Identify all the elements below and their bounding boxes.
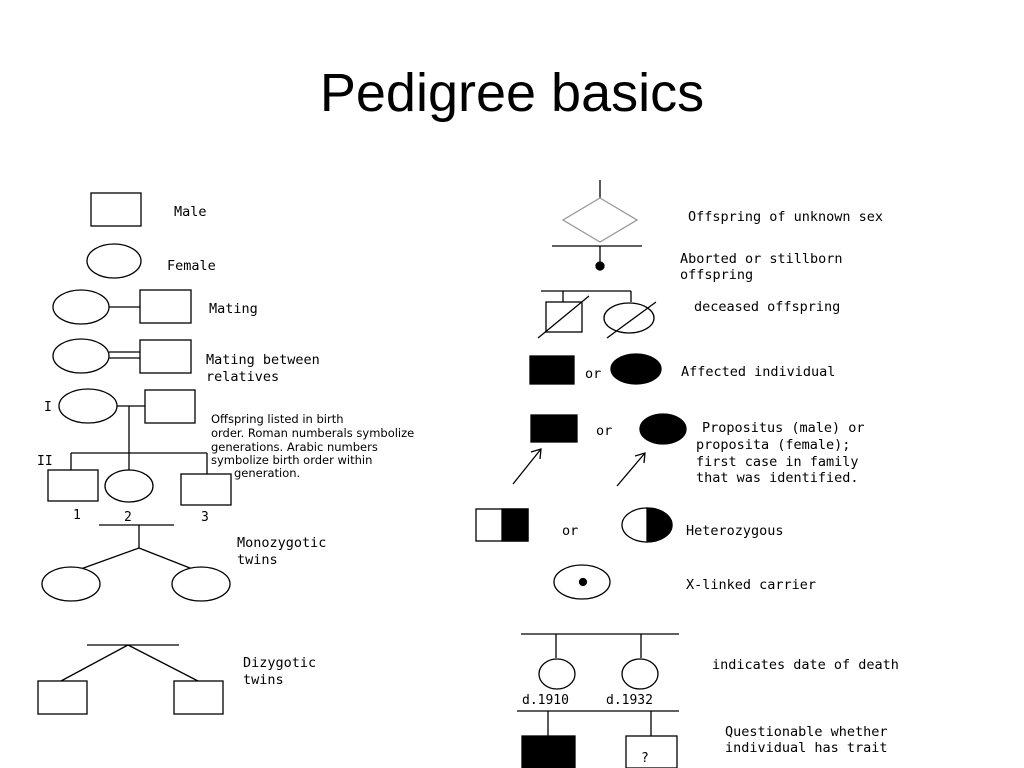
heterozygous-or: or xyxy=(562,523,578,539)
male-label: Male xyxy=(174,204,207,220)
questionable-label-line2: individual has trait xyxy=(725,740,888,756)
generation-pedigree xyxy=(47,388,232,506)
propositus-label-line4: that was identified. xyxy=(696,470,859,486)
relatives-mating-symbol xyxy=(52,338,192,374)
affected-female-symbol xyxy=(610,353,662,385)
generation-i-label: I xyxy=(44,400,52,415)
affected-or: or xyxy=(585,366,601,382)
death-date-2: d.1932 xyxy=(606,693,653,708)
female-label: Female xyxy=(167,258,216,274)
date-of-death-symbol xyxy=(521,633,679,690)
aborted-label-line2: offspring xyxy=(680,267,753,283)
generation-ii-label: II xyxy=(37,454,53,469)
affected-male-symbol xyxy=(529,355,575,385)
propositus-label-line1: Propositus (male) or xyxy=(702,420,865,436)
date-of-death-label: indicates date of death xyxy=(712,657,899,673)
birth-order-3: 3 xyxy=(201,510,209,525)
propositus-label-line3: first case in family xyxy=(696,454,859,470)
monozygotic-twins-symbol xyxy=(41,524,231,602)
aborted-symbol xyxy=(552,245,642,271)
questionable-trait-symbol xyxy=(517,710,679,768)
mating-symbol xyxy=(52,289,192,325)
unknown-sex-symbol xyxy=(561,180,639,243)
offspring-note-line1: Offspring listed in birth xyxy=(211,412,344,426)
offspring-note-line3: generations. Arabic numbers xyxy=(211,440,378,454)
xlinked-carrier-symbol xyxy=(553,564,611,600)
heterozygous-label: Heterozygous xyxy=(686,523,784,539)
heterozygous-female-symbol xyxy=(621,507,673,543)
offspring-note-line5: generation. xyxy=(234,466,300,480)
unknown-sex-label: Offspring of unknown sex xyxy=(688,209,883,225)
offspring-note-line2: order. Roman numberals symbolize xyxy=(211,426,414,440)
xlinked-label: X-linked carrier xyxy=(686,577,816,593)
proposita-symbol xyxy=(616,413,687,487)
deceased-label: deceased offspring xyxy=(694,299,840,315)
propositus-label-line2: proposita (female); xyxy=(696,437,850,453)
monozygotic-label-line1: Monozygotic xyxy=(237,535,326,551)
mating-label: Mating xyxy=(209,301,258,317)
page-title: Pedigree basics xyxy=(319,63,705,123)
birth-order-2: 2 xyxy=(124,510,132,525)
dizygotic-label-line1: Dizygotic xyxy=(243,655,316,671)
affected-label: Affected individual xyxy=(681,364,835,380)
heterozygous-male-symbol xyxy=(475,508,529,542)
male-symbol xyxy=(90,192,142,227)
relatives-label-line1: Mating between xyxy=(206,352,320,368)
propositus-symbol xyxy=(512,414,578,485)
dizygotic-twins-symbol xyxy=(37,644,224,715)
questionable-label-line1: Questionable whether xyxy=(725,724,888,740)
deceased-offspring-symbol xyxy=(537,290,657,339)
birth-order-1: 1 xyxy=(73,508,81,523)
relatives-label-line2: relatives xyxy=(206,369,279,385)
female-symbol xyxy=(86,243,142,279)
offspring-note-line4: symbolize birth order within xyxy=(211,453,372,467)
question-mark: ? xyxy=(641,751,649,766)
dizygotic-label-line2: twins xyxy=(243,672,284,688)
death-date-1: d.1910 xyxy=(522,693,569,708)
propositus-or: or xyxy=(596,423,612,439)
aborted-label-line1: Aborted or stillborn xyxy=(680,251,843,267)
monozygotic-label-line2: twins xyxy=(237,552,278,568)
